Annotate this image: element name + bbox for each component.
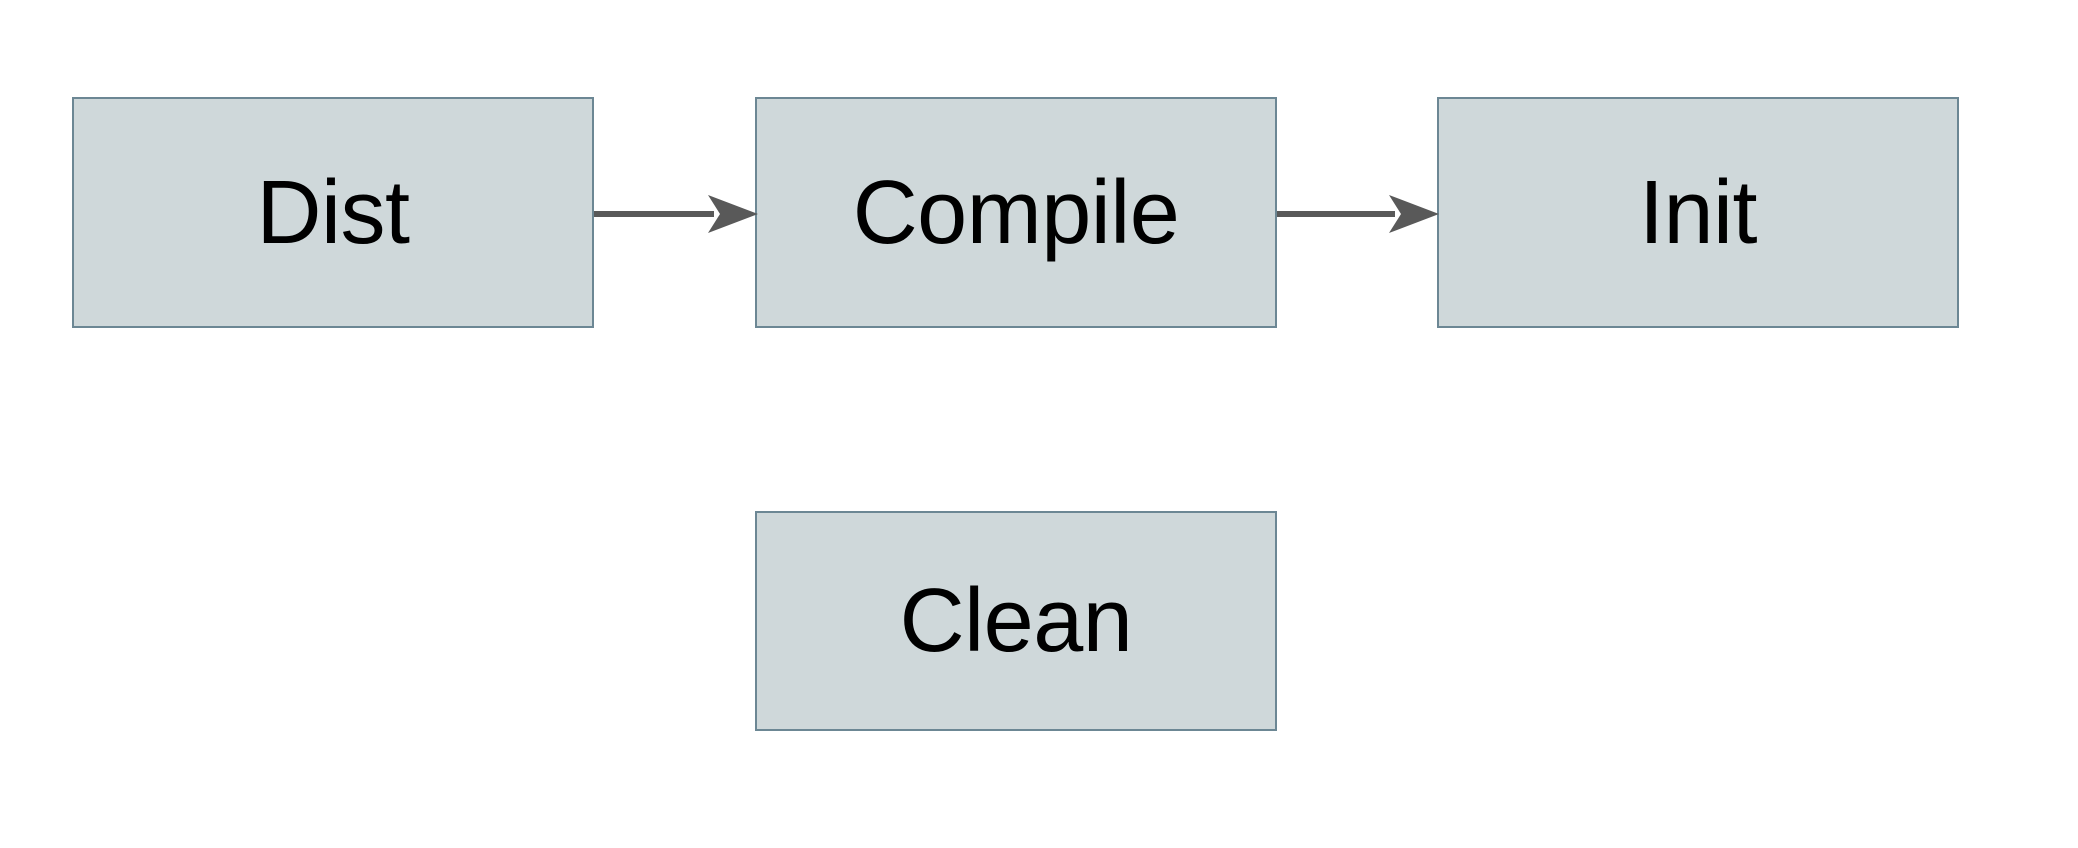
node-dist[interactable]: Dist: [72, 97, 594, 328]
arrowhead-icon: [1389, 195, 1439, 233]
node-compile[interactable]: Compile: [755, 97, 1277, 328]
node-dist-label: Dist: [256, 162, 411, 263]
node-init-label: Init: [1638, 162, 1758, 263]
node-clean-label: Clean: [899, 571, 1133, 671]
edge-compile-to-init[interactable]: [1277, 190, 1439, 238]
node-clean[interactable]: Clean: [755, 511, 1277, 731]
node-init[interactable]: Init: [1437, 97, 1959, 328]
edge-dist-to-compile[interactable]: [594, 190, 758, 238]
arrowhead-icon: [708, 195, 758, 233]
node-compile-label: Compile: [852, 162, 1180, 263]
